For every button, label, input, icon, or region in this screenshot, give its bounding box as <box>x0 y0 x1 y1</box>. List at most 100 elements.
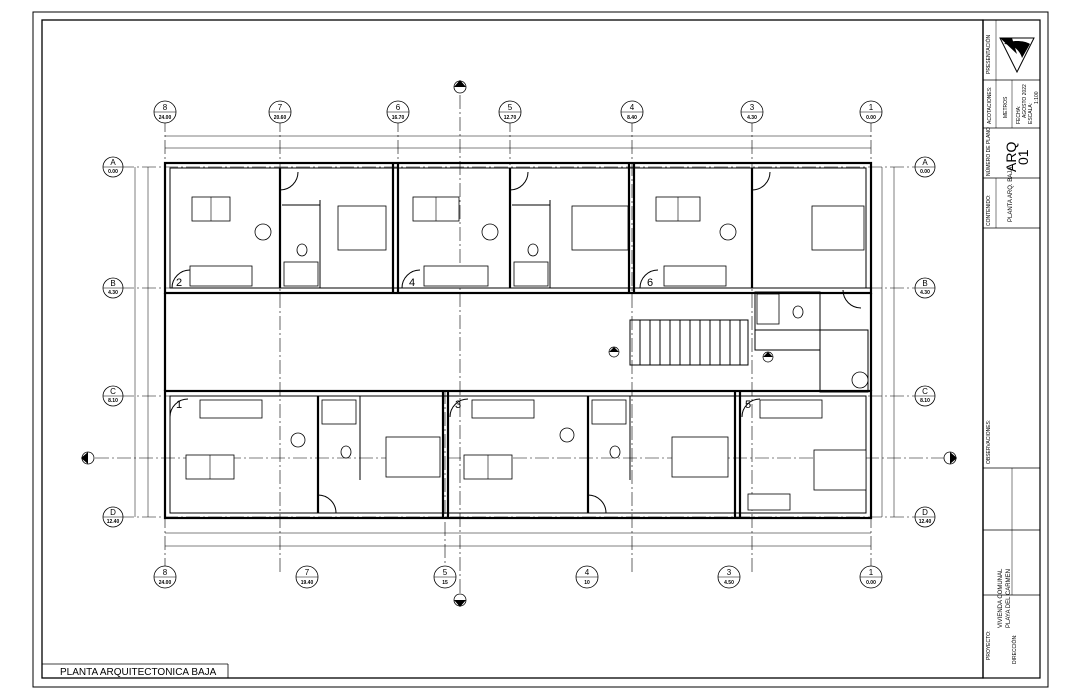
level-marker-stair <box>608 346 620 358</box>
title-block: PRESENTACIÓN ACOTACIONES: METROS FECHA: … <box>982 19 1041 679</box>
bed-unit-1 <box>385 436 441 478</box>
svg-text:B: B <box>110 279 115 288</box>
door-swing-2 <box>171 269 191 289</box>
svg-text:8: 8 <box>163 568 168 577</box>
kitchen-unit-4 <box>423 265 489 287</box>
bed-unit-5 <box>813 449 867 491</box>
svg-text:12.40: 12.40 <box>919 519 932 525</box>
svg-text:D: D <box>110 508 116 517</box>
axis-bubble-bottom-4: 410 <box>575 565 599 589</box>
door-swing-4 <box>401 269 421 289</box>
kitchen-unit-5 <box>759 399 823 419</box>
svg-text:5: 5 <box>443 568 448 577</box>
svg-text:16.70: 16.70 <box>392 115 405 121</box>
toilet-unit-2 <box>296 243 308 257</box>
date-label: FECHA: <box>1016 106 1022 124</box>
table-unit-6 <box>719 223 737 241</box>
dimension-lines <box>134 135 895 547</box>
stairs <box>629 319 749 366</box>
toilet-service <box>792 305 804 319</box>
axis-bubble-top-1: 10.00 <box>859 100 883 124</box>
sofa-unit-3 <box>463 454 513 480</box>
axis-bubble-top-8: 824.00 <box>153 100 177 124</box>
bed-unit-4 <box>571 205 629 251</box>
unit-number-3: 3 <box>455 399 461 411</box>
axis-bubble-right-c: C 8.10 <box>914 385 936 407</box>
door-swing-6 <box>639 269 659 289</box>
table-unit-4 <box>481 223 499 241</box>
door-swing-1 <box>169 398 189 418</box>
tub-unit-2 <box>283 261 319 287</box>
axis-bubble-top-4: 48.40 <box>620 100 644 124</box>
svg-text:7: 7 <box>305 568 310 577</box>
grid-lines <box>95 95 945 597</box>
right-axis-bubbles: A0.00 B4.30 C8.10 D12.40 <box>914 156 936 528</box>
presentation-label: PRESENTACIÓN <box>985 35 992 74</box>
tub-unit-4 <box>513 261 549 287</box>
svg-text:C: C <box>922 387 928 396</box>
svg-text:4.30: 4.30 <box>747 115 757 121</box>
content-head: CONTENIDO: <box>986 195 992 226</box>
kitchen-unit-3 <box>471 399 535 419</box>
sofa-unit-6 <box>655 196 701 222</box>
tub-unit-1 <box>321 399 357 425</box>
axis-bubble-left-a: A0.00 <box>102 156 124 178</box>
axis-bubble-left-b: B4.30 <box>102 277 124 299</box>
project-name-line2: PLAYA DEL CARMEN <box>1006 569 1012 628</box>
units-label: ACOTACIONES: <box>987 87 993 124</box>
studio-logo-icon <box>999 37 1035 74</box>
kitchen-unit-2 <box>189 265 253 287</box>
axis-bubble-left-c: C 8.10 <box>102 385 124 407</box>
door-swing-3 <box>449 398 469 418</box>
sofa-unit-1 <box>185 454 235 480</box>
sheet-number-label: NÚMERO DE PLANO <box>985 127 992 176</box>
sheet-title: PLANTA ARQUITECTONICA BAJA <box>60 667 217 678</box>
svg-text:20.60: 20.60 <box>274 115 287 121</box>
content-label: PLANTA ARQ. BAJA <box>1008 167 1014 222</box>
notes-label: OBSERVACIONES: <box>986 420 992 464</box>
axis-bubble-top-6: 616.70 <box>386 100 410 124</box>
toilet-unit-4 <box>527 243 539 257</box>
sheet-outer-border <box>32 11 1049 688</box>
axis-bubble-left-d: D 12.40 <box>102 506 124 528</box>
bed-unit-6 <box>811 205 865 251</box>
svg-text:C: C <box>110 387 116 396</box>
kitchen-unit-5b <box>747 493 791 511</box>
unit-number-6: 6 <box>647 277 653 289</box>
svg-text:0.00: 0.00 <box>920 169 930 175</box>
sheet-number: 01 <box>1015 149 1031 165</box>
axis-bubble-top-7: 720.60 <box>268 100 292 124</box>
units-value: METROS <box>1003 96 1009 118</box>
scale-label: ESCALA: <box>1028 103 1034 124</box>
svg-text:A: A <box>110 158 116 167</box>
sheet-code: ARQ <box>1003 142 1019 172</box>
direction-label: DIRECCIÓN: <box>1011 635 1018 664</box>
unit-number-4: 4 <box>409 277 415 289</box>
table-unit-5 <box>851 371 869 389</box>
level-marker-service <box>762 351 774 363</box>
svg-text:12.40: 12.40 <box>107 519 120 525</box>
svg-text:8.10: 8.10 <box>108 398 118 404</box>
svg-text:7: 7 <box>278 103 283 112</box>
toilet-unit-3 <box>609 445 621 459</box>
axis-bubble-right-d: D12.40 <box>914 506 936 528</box>
svg-text:0.00: 0.00 <box>866 580 876 586</box>
section-marker-right <box>943 451 957 465</box>
svg-text:8.10: 8.10 <box>920 398 930 404</box>
unit-number-1: 1 <box>176 399 182 411</box>
door-swing-a <box>279 171 299 191</box>
table-unit-1 <box>290 432 306 448</box>
svg-text:8.40: 8.40 <box>627 115 637 121</box>
date-value: AGOSTO 2022 <box>1022 84 1028 118</box>
table-unit-3 <box>559 427 575 443</box>
unit-numbers: 1 2 3 4 5 6 <box>176 277 751 411</box>
toilet-unit-1 <box>340 445 352 459</box>
svg-text:0.00: 0.00 <box>866 115 876 121</box>
svg-text:15: 15 <box>442 580 448 586</box>
bottom-axis-bubbles: 824.00 719.40 515 410 34.50 10.00 <box>153 565 883 589</box>
axis-bubble-bottom-7: 719.40 <box>295 565 319 589</box>
top-axis-bubbles: 824.00 720.60 616.70 512.70 48.40 34.30 … <box>153 100 883 124</box>
tub-service <box>756 293 780 325</box>
scale-value: 1:100 <box>1034 91 1040 104</box>
svg-text:12.70: 12.70 <box>504 115 517 121</box>
